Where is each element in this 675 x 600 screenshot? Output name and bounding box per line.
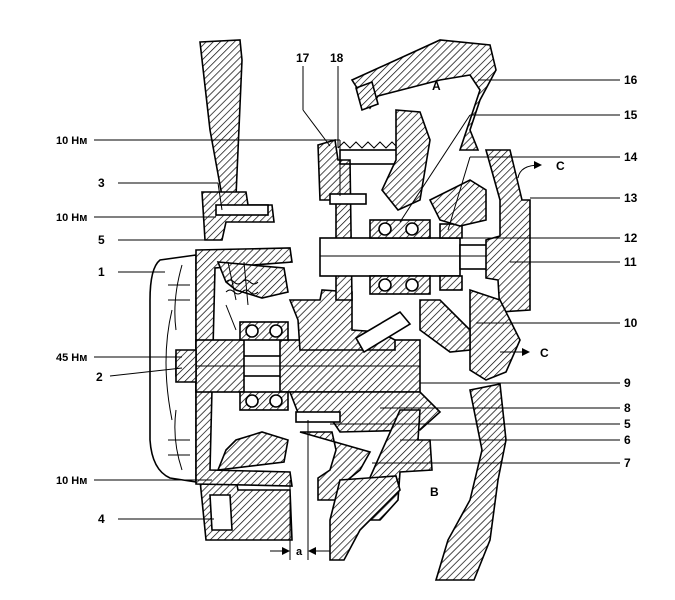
torque-label-lower: 10 Нм <box>56 475 87 487</box>
inlet-pipe-upper <box>350 39 497 151</box>
flow-label-c-upper: C <box>556 159 565 173</box>
bearing-left-upper <box>239 321 289 341</box>
part-label-8: 8 <box>624 401 631 415</box>
part-label-4: 4 <box>98 512 105 526</box>
outlet-pipe-lower <box>329 383 507 581</box>
pump-shaft <box>319 237 527 277</box>
part-label-5: 5 <box>98 233 105 247</box>
part-label-5-right: 5 <box>624 417 631 431</box>
part-label-17: 17 <box>296 51 310 65</box>
bolt-upper <box>215 204 269 216</box>
bearing-left-lower <box>239 391 289 411</box>
bypass-tube <box>354 310 412 354</box>
part-label-10: 10 <box>624 316 638 330</box>
pump-housing <box>381 109 531 381</box>
part-label-2: 2 <box>96 370 103 384</box>
part-label-9: 9 <box>624 376 631 390</box>
part-label-6: 6 <box>624 433 631 447</box>
gap-label-a: a <box>296 546 303 558</box>
flow-label-c-lower: C <box>540 346 549 360</box>
part-label-13: 13 <box>624 191 638 205</box>
zone-label-b: B <box>430 485 439 499</box>
flow-arrow-c-upper <box>517 161 542 179</box>
bolt-lower <box>295 411 341 423</box>
torque-label-upper: 10 Нм <box>56 135 87 147</box>
zone-label-a: A <box>432 79 441 93</box>
pulley-disc <box>216 261 289 471</box>
part-label-12: 12 <box>624 231 638 245</box>
gap-dimension <box>270 420 330 560</box>
part-label-1: 1 <box>98 265 105 279</box>
leader-lines <box>94 66 620 520</box>
part-label-3: 3 <box>98 176 105 190</box>
part-label-14: 14 <box>624 150 638 164</box>
bolt-pulley <box>329 193 367 205</box>
torque-label-shaft: 45 Нм <box>56 352 87 364</box>
bearing-right <box>369 219 431 295</box>
part-label-11: 11 <box>624 255 637 269</box>
fan-hub-housing <box>199 191 293 541</box>
part-label-16: 16 <box>624 73 638 87</box>
torque-label-bolt: 10 Нм <box>56 212 87 224</box>
part-label-15: 15 <box>624 108 638 122</box>
viscous-coupling <box>149 247 293 487</box>
fan-blade-upper <box>199 39 243 197</box>
part-label-18: 18 <box>330 51 344 65</box>
part-label-7: 7 <box>624 456 631 470</box>
seal-ring <box>439 223 463 291</box>
